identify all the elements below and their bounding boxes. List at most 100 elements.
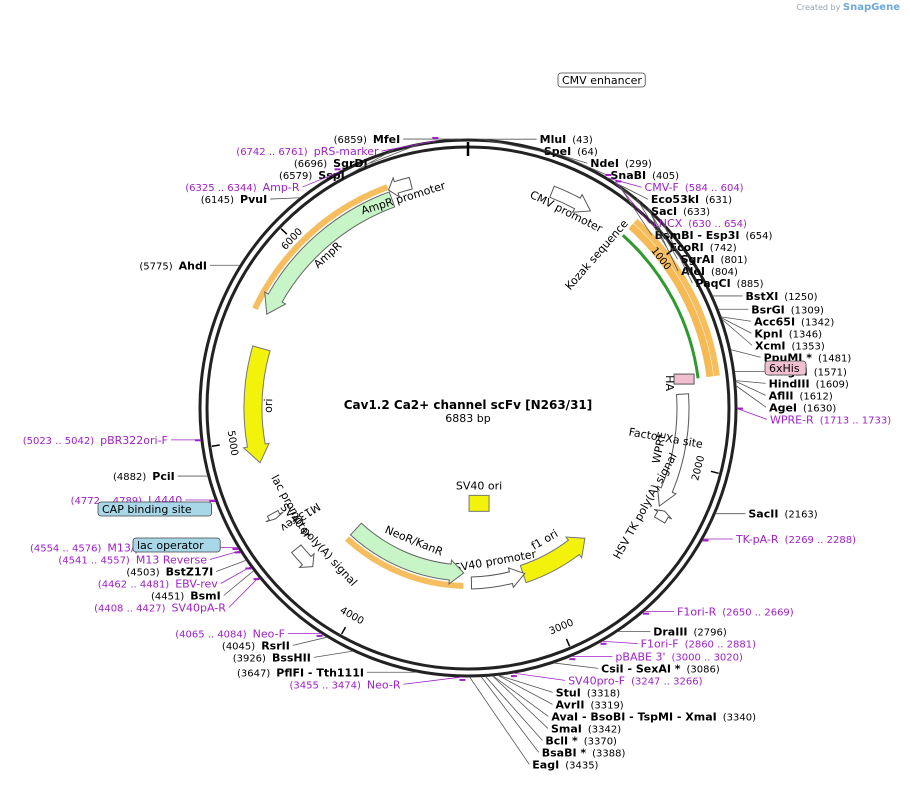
f1ori-f-leader — [602, 640, 638, 645]
site-pflfi-tth111i: (3647)PflFI - Tth111I — [237, 666, 364, 679]
sgrdi-pos: (6696) — [294, 159, 327, 170]
sv40pa-r-leader — [228, 576, 260, 608]
sv40-ori-box — [468, 494, 490, 512]
spei-name: SpeI — [544, 145, 571, 158]
bsmbi-esp3i-leader — [618, 185, 653, 236]
pcii-pos: (4882) — [113, 472, 146, 483]
eagi-pos: (3435) — [565, 760, 598, 771]
smai-name: SmaI — [551, 722, 582, 735]
prs-marker-pos: (6742 .. 6761) — [236, 147, 308, 158]
site-rsrii: (4045)RsrII — [222, 639, 290, 652]
snabi-leader — [565, 156, 608, 176]
cmv-promoter-arrow — [549, 185, 592, 213]
site-paqci: PaqCI(885) — [695, 277, 763, 290]
stui-name: StuI — [556, 686, 581, 699]
primer-sv40pro-f: SV40pro-F(3247 .. 3266) — [568, 674, 703, 687]
m13-reverse-pos: (4541 .. 4557) — [58, 556, 130, 567]
hindiii-leader — [735, 380, 766, 384]
site-bsrgi: BsrGI(1309) — [751, 303, 824, 316]
6xhis-box — [764, 360, 807, 376]
bsrgi-name: BsrGI — [751, 303, 784, 316]
primer-tk-pa-r: TK-pA-R(2269 .. 2288) — [735, 533, 856, 546]
mlui-name: MluI — [540, 133, 567, 146]
sgrai-name: SgrAI — [681, 253, 715, 266]
smai-pos: (3342) — [588, 724, 621, 735]
site-spei: SpeI(64) — [544, 145, 598, 158]
acc65i-leader — [721, 316, 752, 322]
hsv-tk-poly-a-signal-arrow — [653, 508, 673, 524]
bsshii-leader — [313, 650, 353, 658]
site-pvui: (6145)PvuI — [201, 193, 267, 206]
amp-r-leader — [302, 171, 340, 188]
primer-pbr322ori-f: (5023 .. 5042)pBR322ori-F — [23, 434, 168, 447]
neo-r-name: Neo-R — [367, 678, 401, 691]
sacii-pos: (2163) — [784, 510, 817, 521]
sv40-ori-label: SV40 ori — [456, 479, 502, 492]
site-bcli: BclI *(3370) — [545, 734, 617, 747]
acc65i-name: Acc65I — [754, 315, 795, 328]
6xhis-label: 6xHis — [769, 362, 800, 375]
site-pcii: (4882)PciI — [113, 470, 175, 483]
saci-pos: (633) — [683, 207, 710, 218]
ecori-name: EcoRI — [670, 241, 704, 254]
site-bsmbi-esp3i: BsmBI - Esp3I(654) — [655, 229, 773, 242]
bmgbi-pos: (1571) — [814, 367, 847, 378]
pvui-name: PvuI — [240, 193, 267, 206]
bsshii-pos: (3926) — [233, 653, 266, 664]
wpre-r-pos: (1713 .. 1733) — [820, 415, 892, 426]
aflii-pos: (1612) — [800, 391, 833, 402]
hsv-tk-poly-a-signal-label: HSV TK poly(A) signal — [611, 451, 680, 562]
rsrii-pos: (4045) — [222, 641, 255, 652]
ndei-leader — [540, 148, 588, 164]
pvui-leader — [270, 197, 301, 200]
pbabe-3-pos: (3000 .. 3020) — [672, 652, 744, 663]
cmv-f-pos: (584 .. 604) — [685, 183, 744, 194]
site-acc65i: Acc65I (1342) — [754, 315, 834, 328]
lac-operator-box — [132, 537, 221, 553]
avai-bsobi-tspmi-xmai-pos: (3340) — [723, 712, 756, 723]
primer-sv40pa-r: (4408 .. 4427)SV40pA-R — [94, 602, 226, 615]
primer-f1ori-f: F1ori-F(2860 .. 2881) — [641, 638, 756, 651]
ori-label: ori — [262, 398, 275, 412]
snabi-name: SnaBI — [610, 169, 646, 182]
hindiii-name: HindIII — [769, 377, 810, 390]
acc65i-pos: (1342) — [801, 317, 834, 328]
agei-pos: (1630) — [803, 403, 836, 414]
paqci-name: PaqCI — [695, 277, 730, 290]
amp-r-name: Amp-R — [263, 181, 300, 194]
lncx-pos: (630 .. 654) — [688, 219, 747, 230]
tk-pa-r-pos: (2269 .. 2288) — [785, 535, 857, 546]
bsmbi-esp3i-name: BsmBI - Esp3I — [655, 229, 740, 242]
sv40pa-r-pos: (4408 .. 4427) — [94, 604, 166, 615]
mfei-pos: (6859) — [334, 135, 367, 146]
site-sgrai: SgrAI(801) — [681, 253, 748, 266]
tick-mark-5000 — [211, 444, 220, 447]
neor-kanr-highlight — [344, 536, 464, 589]
site-bstz17i: (4503)BstZ17I — [126, 566, 213, 579]
snapgene-credit: Created by SnapGene — [796, 2, 900, 13]
kpni-pos: (1346) — [789, 329, 822, 340]
stui-leader — [498, 674, 553, 693]
eco53ki-pos: (631) — [705, 195, 732, 206]
tick-label-2000: 2000 — [690, 454, 707, 481]
site-bstxi: BstXI(1250) — [746, 290, 818, 303]
tick-mark-1000 — [666, 249, 674, 256]
paqci-leader — [662, 221, 693, 284]
site-sacii: SacII(2163) — [748, 508, 817, 521]
ecori-leader — [636, 198, 667, 248]
bstz17i-pos: (4503) — [126, 568, 159, 579]
plasmid-backbone — [198, 138, 738, 678]
neor-kanr-arrow — [349, 522, 465, 586]
primer-neo-r: (3455 .. 3474)Neo-R — [290, 678, 401, 691]
site-agei: AgeI(1630) — [769, 401, 836, 414]
avrii-name: AvrII — [556, 698, 585, 711]
site-avai-bsobi-tspmi-xmai: AvaI - BsoBI - TspMI - XmaI(3340) — [551, 710, 756, 723]
site-alei: AleI(804) — [681, 265, 738, 278]
aflii-leader — [735, 380, 766, 396]
f1ori-f-pos: (2860 .. 2881) — [685, 640, 757, 651]
spei-leader — [483, 139, 541, 152]
site-mfei: (6859)MfeI — [334, 133, 401, 146]
f1ori-r-name: F1ori-R — [677, 605, 717, 618]
pflfi-tth111i-pos: (3647) — [237, 668, 270, 679]
